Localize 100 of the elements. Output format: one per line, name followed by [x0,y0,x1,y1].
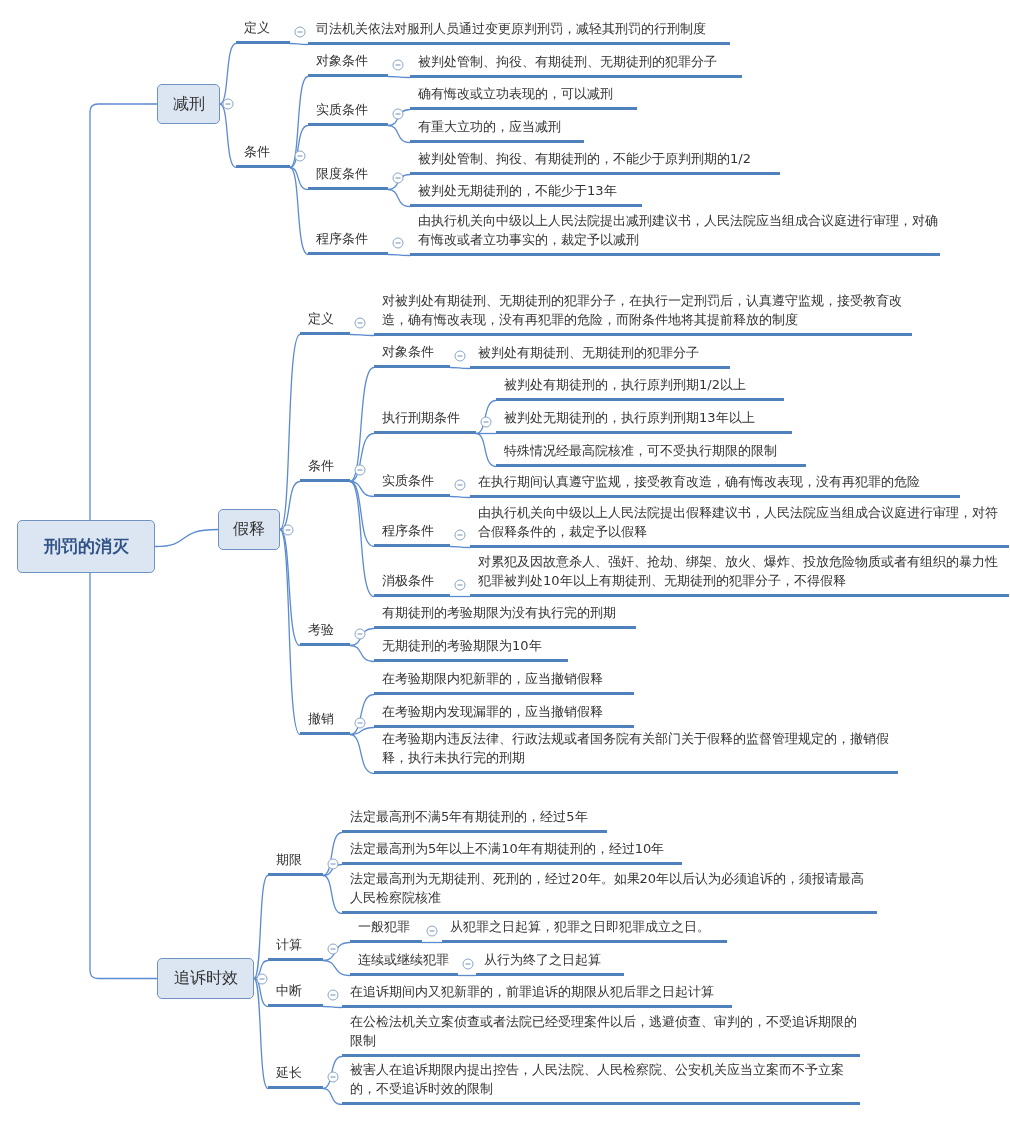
central-topic-box: 刑罚的消灭 [17,520,155,573]
connector-line [349,693,375,736]
underlined-topic: 对象条件 [374,341,450,368]
connector-line [349,366,375,483]
connector-line [89,572,158,980]
connector-line [279,528,301,647]
underlined-topic: 期限 [268,849,323,876]
connector-line [322,1005,343,1009]
underlined-topic: 对象条件 [308,50,388,77]
underlined-topic: 被害人在追诉期限内提出控告，人民法院、人民检察院、公安机关应当立案而不予立案的，不受追诉时效的限制 [342,1059,860,1105]
connector-line [349,480,375,598]
underlined-topic: 被判处无期徒刑的，执行原判刑期13年以上 [496,407,792,434]
underlined-topic: 法定最高刑为无期徒刑、死刑的，经过20年。如果20年以后认为必须追诉的，须报请最高人民检察院核准 [342,868,877,914]
underlined-topic: 由执行机关向中级以上人民法院提出减刑建议书，人民法院应当组成合议庭进行审理，对确有悔改或者立功事实的，裁定予以减刑 [410,210,940,256]
underlined-topic: 一般犯罪 [350,916,422,943]
underlined-topic: 延长 [268,1062,323,1089]
connector-line [289,166,309,256]
underlined-topic: 消极条件 [374,570,450,597]
connector-line [349,733,375,775]
connector-line [279,528,301,736]
connector-line [387,173,411,191]
underlined-topic: 从犯罪之日起算，犯罪之日即犯罪成立之日。 [442,916,727,943]
connector-line [322,1087,343,1106]
underlined-topic: 被判处有期徒刑的，执行原判刑期1/2以上 [496,374,784,401]
underlined-topic: 在追诉期间内又犯新罪的，前罪追诉的期限从犯后罪之日起计算 [342,981,732,1008]
underlined-topic: 定义 [300,308,350,335]
connector-line [349,627,375,647]
underlined-topic: 法定最高刑不满5年有期徒刑的，经过5年 [342,806,607,833]
underlined-topic: 定义 [236,17,290,44]
connector-line [387,253,411,257]
underlined-topic: 实质条件 [308,99,388,126]
underlined-topic: 法定最高刑为5年以上不满10年有期徒刑的，经过10年 [342,838,682,865]
connector-line [289,75,309,169]
connector-line [475,399,497,435]
underlined-topic: 特殊情况经最高院核准，可不受执行期限的限制 [496,440,806,467]
underlined-topic: 程序条件 [308,228,388,255]
underlined-topic: 从行为终了之日起算 [476,949,624,976]
connector-line [219,42,237,105]
underlined-topic: 在考验期限内犯新罪的，应当撤销假释 [374,668,634,695]
connector-line [387,188,411,208]
underlined-topic: 有期徒刑的考验期限为没有执行完的刑期 [374,602,636,629]
connector-line [449,545,471,549]
connector-line [449,595,471,598]
connector-line [289,42,309,46]
underlined-topic: 在公检法机关立案侦查或者法院已经受理案件以后，逃避侦查、审判的，不受追诉期限的限制 [342,1011,860,1057]
connector-line [322,1055,343,1090]
underlined-topic: 条件 [300,455,350,482]
underlined-topic: 执行刑期条件 [374,407,476,434]
underlined-topic: 由执行机关向中级以上人民法院提出假释建议书，人民法院应当组成合议庭进行审理，对符合假释条件的，裁定予以假释 [470,502,1009,548]
underlined-topic: 确有悔改或立功表现的，可以减刑 [410,83,637,110]
underlined-topic: 连续或继续犯罪 [350,949,458,976]
connector-line [387,75,411,79]
underlined-topic: 计算 [268,934,323,961]
underlined-topic: 条件 [236,141,290,168]
connector-line [349,432,375,483]
connector-line [349,333,375,337]
topic-box: 减刑 [157,84,220,124]
connector-line [322,874,343,915]
connector-line [421,941,443,944]
connector-line [89,103,158,521]
underlined-topic: 被判处管制、拘役、有期徒刑的，不能少于原判刑期的1/2 [410,148,780,175]
underlined-topic: 被判处管制、拘役、有期徒刑、无期徒刑的犯罪分子 [410,51,742,78]
connector-line [253,977,269,1008]
connector-line [387,108,411,127]
underlined-topic: 在考验期内违反法律、行政法规或者国务院有关部门关于假释的监督管理规定的，撤销假释，执行未执行完的刑期 [374,728,898,774]
connector-line [449,366,471,370]
connector-line [289,166,309,191]
underlined-topic: 中断 [268,980,323,1007]
underlined-topic: 限度条件 [308,163,388,190]
topic-box: 追诉时效 [157,958,254,999]
connector-line [289,124,309,169]
underlined-topic: 考验 [300,619,350,646]
underlined-topic: 程序条件 [374,520,450,547]
underlined-topic: 被判处有期徒刑、无期徒刑的犯罪分子 [470,342,730,369]
underlined-topic: 对累犯及因故意杀人、强奸、抢劫、绑架、放火、爆炸、投放危险物质或者有组织的暴力性犯罪被判处10年以上有期徒刑、无期徒刑的犯罪分子，不得假释 [470,551,1009,597]
underlined-topic: 实质条件 [374,470,450,497]
connector-line [154,528,219,548]
connector-line [279,333,301,531]
connector-line [349,644,375,663]
connector-line [457,974,477,977]
connector-line [322,941,351,962]
underlined-topic: 无期徒刑的考验期限为10年 [374,635,568,662]
connector-line [253,874,269,980]
underlined-topic: 司法机关依法对服刑人员通过变更原判刑罚，减轻其刑罚的行刑制度 [308,18,730,45]
underlined-topic: 撤销 [300,708,350,735]
connector-line [279,480,301,531]
underlined-topic: 被判处无期徒刑的，不能少于13年 [410,180,642,207]
underlined-topic: 在考验期内发现漏罪的，应当撤销假释 [374,701,634,728]
connector-line [322,959,351,977]
connector-line [322,863,343,877]
topic-box: 假释 [218,509,280,550]
connector-line [322,831,343,877]
underlined-topic: 有重大立功的，应当减刑 [410,116,584,143]
connector-line [253,977,269,1090]
connector-line [349,480,375,498]
connector-line [449,495,471,499]
connector-line [475,432,497,468]
underlined-topic: 在执行期间认真遵守监规，接受教育改造，确有悔改表现，没有再犯罪的危险 [470,471,960,498]
connector-line [219,103,237,169]
connector-line [253,959,269,980]
